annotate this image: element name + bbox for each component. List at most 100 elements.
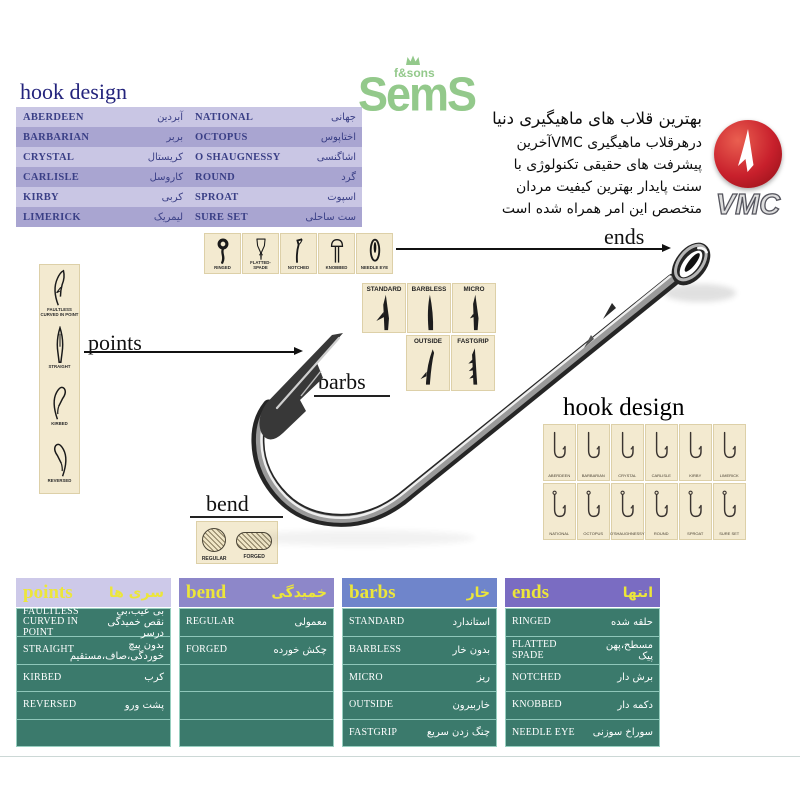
- term-en: FAULTLESS CURVED IN POINT: [23, 605, 79, 638]
- points-leader-arrow: [294, 347, 303, 355]
- hook-name-fa: کربی: [161, 191, 183, 203]
- term-en: STANDARD: [349, 616, 405, 628]
- point-type-cell: REVERSED: [40, 436, 79, 493]
- straight-point-icon: [46, 326, 74, 364]
- term-fa: سوراخ سوزنی: [592, 727, 653, 739]
- faultless-point-icon: [46, 269, 74, 307]
- term-fa: معمولی: [294, 617, 327, 629]
- glossary-header-fa: انتها: [622, 584, 653, 601]
- hook-shape-icon: [581, 487, 605, 525]
- end-type-tile: FLATTED-SPADE: [242, 233, 279, 274]
- needle-eye-end-icon: [362, 237, 388, 265]
- hook-name-en: ROUND: [195, 171, 235, 183]
- ends-types-strip: RINGED FLATTED-SPADE NOTCHED KNOBBED NEE…: [204, 233, 393, 274]
- term-fa: حلقه شده: [611, 617, 653, 629]
- glossary-row: [180, 663, 333, 692]
- term-en: FORGED: [186, 644, 228, 656]
- point-type-cell: FAULTLESS CURVED IN POINT: [40, 265, 79, 322]
- knobbed-end-icon: [324, 237, 350, 265]
- hook-shape-icon: [717, 487, 741, 525]
- glossary-body: FAULTLESS CURVED IN POINT بی عیب،بی نقص خ…: [16, 605, 171, 747]
- barbs-types-strip-row2: OUTSIDE FASTGRIP: [406, 335, 495, 391]
- hook-shape-icon: [717, 428, 741, 466]
- glossary-row: FASTGRIP چنگ زدن سریع: [343, 718, 496, 746]
- sems-logo-subtext: f&sons: [394, 66, 435, 80]
- end-type-tile: NEEDLE EYE: [356, 233, 393, 274]
- glossary-row: [180, 718, 333, 746]
- hook-name-fa: جهانی: [331, 111, 356, 123]
- bend-type-cell: REGULAR: [202, 528, 227, 562]
- hook-shape-icon: [615, 428, 639, 466]
- ends-label: ends: [604, 224, 645, 249]
- term-en: NOTCHED: [512, 671, 562, 683]
- forged-wire-cross-section-icon: [236, 532, 273, 550]
- end-type-label: NEEDLE EYE: [360, 265, 389, 271]
- hook-name-en: CRYSTAL: [23, 151, 75, 163]
- hook-design-grid: ABERDEEN BARBARIAN CRYSTAL CARLISLE KIRB…: [543, 424, 746, 540]
- regular-wire-cross-section-icon: [202, 528, 227, 552]
- end-type-label: RINGED: [214, 265, 231, 271]
- hook-name-fa: آبردین: [157, 111, 183, 123]
- term-fa: چنگ زدن سریع: [426, 727, 490, 739]
- hook-name-en: SURE SET: [195, 211, 248, 223]
- ringed-end-icon: [210, 237, 236, 265]
- bend-leader-line: [190, 516, 283, 518]
- hook-shape-icon: [581, 428, 605, 466]
- hook-design-tile: LIMERICK: [713, 424, 746, 481]
- term-fa: بی عیب،بی نقص خمیدگی درسر: [107, 606, 164, 640]
- hook-name-fa: کاروسل: [149, 171, 183, 183]
- ends-leader-line: [396, 248, 664, 250]
- hook-name-en: ABERDEEN: [23, 111, 84, 123]
- bend-type-label: FORGED: [243, 554, 265, 560]
- hook-design-tile: KIRBY: [679, 424, 712, 481]
- hook-design-tile: OCTOPUS: [577, 482, 610, 540]
- term-en: RINGED: [512, 616, 551, 628]
- notched-end-icon: [286, 237, 312, 265]
- intro-paragraph: بهترین قلاب های ماهیگیری دنیا درهرقلاب م…: [430, 106, 702, 220]
- barb-type-tile: STANDARD: [362, 283, 406, 333]
- end-type-label: KNOBBED: [325, 265, 348, 271]
- hook-design-tile: ABERDEEN: [543, 424, 576, 481]
- hook-shape-icon: [649, 428, 673, 466]
- end-type-tile: NOTCHED: [280, 233, 317, 274]
- hook-name-en: NATIONAL: [195, 111, 254, 123]
- top-table-title: hook design: [20, 79, 127, 104]
- term-en: MICRO: [349, 671, 383, 683]
- glossary-row: [17, 718, 170, 746]
- hook-design-label: O'SHAUGHNESSY: [609, 531, 645, 537]
- reversed-point-icon: [46, 440, 74, 478]
- hook-design-label: ABERDEEN: [548, 472, 571, 478]
- term-fa: کرب: [144, 672, 164, 684]
- intro-line: پیشرفت های حقیقی تکنولوژی با: [513, 157, 702, 173]
- term-fa: بدون پیچ خوردگی،صاف،مستقیم: [69, 639, 164, 662]
- barbs-leader-line: [314, 395, 390, 397]
- end-type-label: NOTCHED: [287, 265, 310, 271]
- hook-design-label: CRYSTAL: [618, 472, 637, 478]
- hook-name-en: O SHAUGNESSY: [195, 151, 281, 163]
- hook-name-fa: اختاپوس: [320, 131, 356, 143]
- glossary-header-en: barbs: [349, 581, 396, 603]
- hook-shape-icon: [649, 487, 673, 525]
- hook-design-tile: CARLISLE: [645, 424, 678, 481]
- term-en: FASTGRIP: [349, 726, 398, 738]
- glossary-header-fa: خار: [466, 584, 490, 601]
- barb-type-label: STANDARD: [366, 286, 402, 293]
- bottom-divider: [0, 756, 800, 757]
- hook-design-label: OCTOPUS: [583, 531, 604, 537]
- term-fa: استاندارد: [452, 617, 490, 629]
- term-fa: بدون خار: [452, 645, 490, 657]
- intro-line: متخصص این امر همراه شده است: [501, 201, 702, 217]
- hook-design-tile: SPROAT: [679, 482, 712, 540]
- glossary-header-fa: خمیدگی: [271, 584, 327, 601]
- hook-name-en: BARBARIAN: [23, 131, 90, 143]
- points-leader-line: [84, 351, 296, 353]
